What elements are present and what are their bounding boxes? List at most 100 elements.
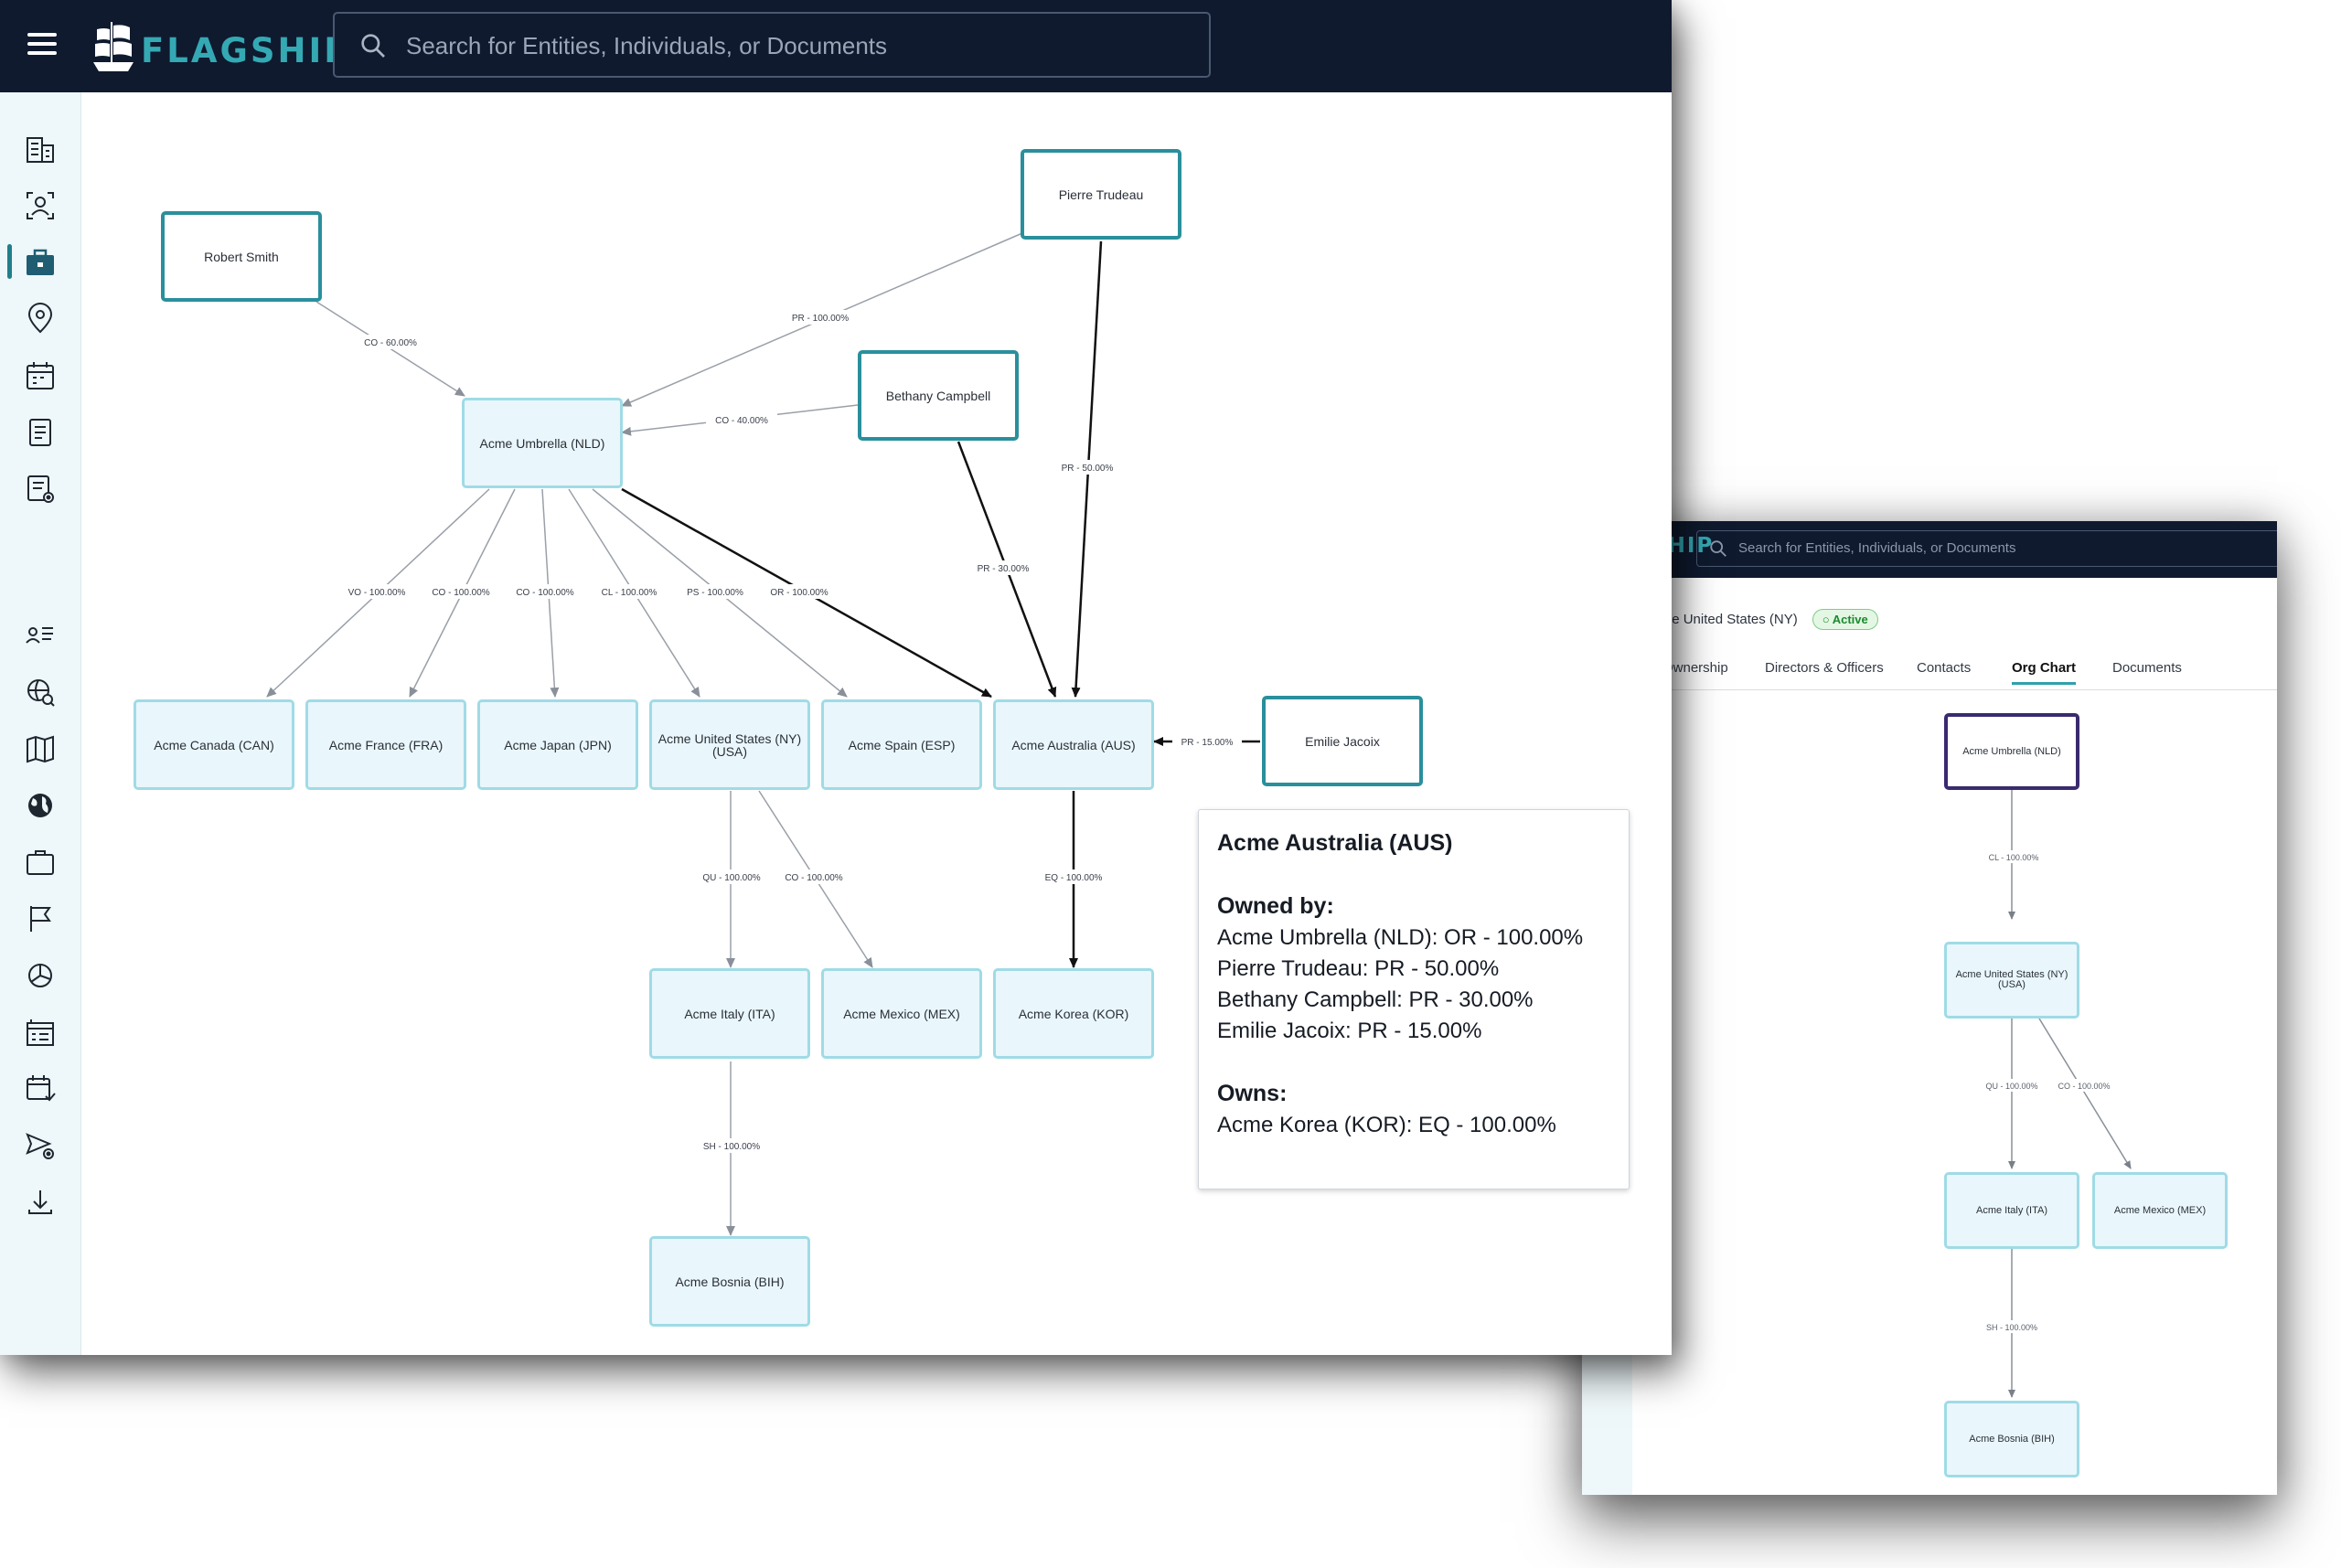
calendar-check-icon — [27, 1075, 56, 1102]
tooltip-owner-line: Emilie Jacoix: PR - 15.00% — [1217, 1019, 1482, 1043]
edge-label: PS - 100.00% — [687, 588, 743, 598]
sidebar-item-workflows[interactable] — [20, 1125, 60, 1166]
edge-usa-mexico — [2038, 1018, 2132, 1169]
org-node-acme-italy[interactable]: Acme Italy (ITA) — [649, 968, 810, 1059]
sidebar-item-portfolio[interactable] — [20, 842, 60, 882]
sidebar-item-individuals[interactable] — [20, 186, 60, 226]
document-settings-icon — [27, 475, 54, 503]
org-node-italy[interactable]: Acme Italy (ITA) — [1944, 1172, 2079, 1249]
org-node-acme-australia[interactable]: Acme Australia (AUS) — [993, 699, 1154, 790]
breadcrumb: ntities›Acme United States (NY)○ Active — [1582, 609, 1878, 630]
search-icon — [1710, 540, 1726, 557]
edge-label: OR - 100.00% — [770, 588, 828, 598]
sidebar-item-matters[interactable] — [20, 242, 60, 283]
tooltip-owns-heading: Owns: — [1217, 1081, 1288, 1106]
org-node-umbrella[interactable]: Acme Umbrella (NLD) — [1944, 713, 2079, 790]
sidebar-item-global-search[interactable] — [20, 672, 60, 712]
location-pin-icon — [27, 303, 53, 334]
person-scan-icon — [27, 192, 54, 219]
edge-label: CO - 40.00% — [715, 416, 768, 426]
org-node-acme-spain[interactable]: Acme Spain (ESP) — [821, 699, 982, 790]
sidebar-item-documents[interactable] — [20, 412, 60, 453]
contacts-list-icon — [26, 627, 53, 644]
org-node-pierre-trudeau[interactable]: Pierre Trudeau — [1021, 149, 1181, 240]
tooltip-owned-by-heading: Owned by: — [1217, 893, 1334, 919]
brand-name: FLAGSHIP — [141, 31, 352, 70]
search-icon — [361, 34, 385, 58]
org-node-acme-mexico[interactable]: Acme Mexico (MEX) — [821, 968, 982, 1059]
org-node-usa[interactable]: Acme United States (NY) (USA) — [1944, 942, 2079, 1019]
org-node-acme-usa[interactable]: Acme United States (NY) (USA) — [649, 699, 810, 790]
pie-chart-icon — [28, 964, 52, 987]
global-search[interactable] — [333, 12, 1211, 78]
edge-label: EQ - 100.00% — [1045, 873, 1103, 883]
ship-logo-icon — [93, 22, 134, 71]
sidebar-active-indicator — [7, 244, 12, 279]
suitcase-icon — [27, 850, 54, 875]
secondary-org-chart: CL - 100.00% QU - 100.00% CO - 100.00% S… — [1582, 695, 2277, 1495]
sidebar-item-jurisdictions[interactable] — [20, 785, 60, 826]
calendar-icon — [27, 362, 54, 389]
sidebar-item-locations[interactable] — [20, 299, 60, 339]
org-node-bosnia[interactable]: Acme Bosnia (BIH) — [1944, 1401, 2079, 1477]
org-node-acme-bosnia[interactable]: Acme Bosnia (BIH) — [649, 1236, 810, 1327]
tooltip-owner-line: Acme Umbrella (NLD): OR - 100.00% — [1217, 925, 1584, 950]
sidebar-item-flags[interactable] — [20, 899, 60, 939]
tab-directors-officers[interactable]: Directors & Officers — [1765, 660, 1884, 676]
tooltip-owner-line: Pierre Trudeau: PR - 50.00% — [1217, 956, 1500, 981]
map-icon — [27, 735, 54, 763]
org-chart-canvas[interactable]: CO - 60.00% PR - 100.00% CO - 40.00% PR … — [80, 92, 1672, 1355]
org-node-acme-canada[interactable]: Acme Canada (CAN) — [134, 699, 294, 790]
sidebar-item-contacts[interactable] — [20, 615, 60, 656]
edge-label: CO - 100.00% — [432, 588, 489, 598]
tab-contacts[interactable]: Contacts — [1917, 660, 1972, 676]
sidebar-item-deadlines[interactable] — [20, 1069, 60, 1109]
sidebar-item-calendar[interactable] — [20, 356, 60, 396]
secondary-org-chart-edges: CL - 100.00% QU - 100.00% CO - 100.00% S… — [1981, 790, 2132, 1398]
sidebar — [0, 92, 81, 1355]
org-node-bethany-campbell[interactable]: Bethany Campbell — [858, 350, 1019, 441]
org-node-acme-korea[interactable]: Acme Korea (KOR) — [993, 968, 1154, 1059]
org-chart-edges: CO - 60.00% PR - 100.00% CO - 40.00% PR … — [266, 232, 1260, 1236]
tab-org-chart[interactable]: Org Chart — [2012, 660, 2077, 685]
search-input[interactable] — [404, 27, 1194, 65]
org-node-acme-umbrella[interactable]: Acme Umbrella (NLD) — [462, 398, 623, 488]
tab-ownership[interactable]: Ownership — [1662, 660, 1728, 676]
building-icon — [27, 137, 54, 163]
flag-icon — [30, 906, 51, 932]
edge-label-co: CO - 100.00% — [2058, 1082, 2110, 1091]
status-badge: ○ Active — [1812, 609, 1878, 630]
edge-label-cl: CL - 100.00% — [1989, 853, 2039, 862]
edge-label: CL - 100.00% — [602, 588, 657, 598]
org-node-acme-japan[interactable]: Acme Japan (JPN) — [477, 699, 638, 790]
org-node-mexico[interactable]: Acme Mexico (MEX) — [2092, 1172, 2228, 1249]
edge-label: PR - 50.00% — [1062, 464, 1114, 474]
edge-label: CO - 100.00% — [516, 588, 573, 598]
secondary-top-bar: FLAGSHIP Search for Entities, Individual… — [1582, 521, 2277, 578]
sidebar-item-entities[interactable] — [20, 129, 60, 169]
edge-label-qu: QU - 100.00% — [1985, 1082, 2037, 1091]
send-settings-icon — [26, 1133, 54, 1159]
edge-label: VO - 100.00% — [348, 588, 406, 598]
org-node-acme-france[interactable]: Acme France (FRA) — [305, 699, 466, 790]
globe-icon — [28, 794, 52, 817]
node-tooltip: Acme Australia (AUS) Owned by: Acme Umbr… — [1198, 809, 1630, 1189]
globe-search-icon — [27, 679, 55, 707]
main-window: FLAGSHIP — [0, 0, 1672, 1355]
edge-label: CO - 100.00% — [785, 873, 842, 883]
org-node-emilie-jacoix[interactable]: Emilie Jacoix — [1262, 696, 1423, 786]
sidebar-item-analytics[interactable] — [20, 955, 60, 996]
sidebar-item-reports[interactable] — [20, 469, 60, 509]
sidebar-item-exports[interactable] — [20, 1182, 60, 1222]
entity-tabs: erview Ownership Directors & Officers Co… — [1582, 649, 2277, 690]
edge-label: PR - 15.00% — [1181, 738, 1234, 748]
secondary-search-box[interactable]: Search for Entities, Individuals, or Doc… — [1696, 530, 2277, 567]
org-node-robert-smith[interactable]: Robert Smith — [161, 211, 322, 302]
tab-documents[interactable]: Documents — [2112, 660, 2182, 676]
sidebar-item-registry[interactable] — [20, 1012, 60, 1052]
top-bar: FLAGSHIP — [0, 0, 1672, 92]
menu-icon[interactable] — [27, 33, 57, 59]
download-icon — [28, 1190, 52, 1214]
sidebar-item-map[interactable] — [20, 729, 60, 769]
secondary-search-placeholder: Search for Entities, Individuals, or Doc… — [1738, 540, 2016, 556]
